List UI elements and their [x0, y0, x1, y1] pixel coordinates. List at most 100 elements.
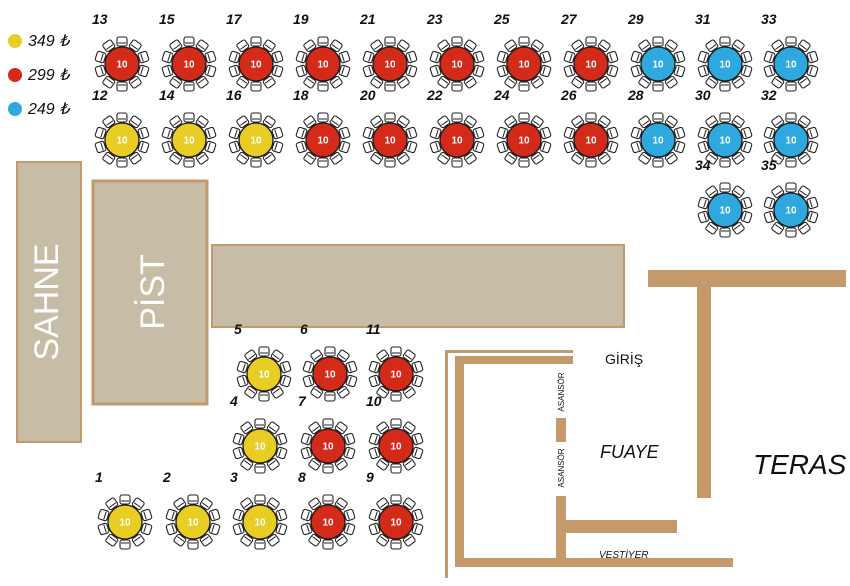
foyer-wall-bottom [455, 558, 733, 567]
table-capacity: 10 [250, 60, 262, 71]
chair-icon [131, 497, 145, 511]
table-capacity: 10 [322, 442, 334, 453]
table-capacity: 10 [451, 60, 463, 71]
chair-icon [785, 112, 797, 123]
chair-icon [806, 140, 819, 154]
chair-icon [606, 50, 619, 64]
chair-icon [731, 115, 745, 129]
chair-icon [94, 64, 107, 78]
chair-icon [652, 81, 664, 92]
chair-icon [128, 75, 142, 89]
chair-icon [300, 432, 313, 446]
table-2[interactable]: 102 [162, 469, 221, 550]
table-3[interactable]: 103 [230, 469, 288, 550]
legend-item-blue: 249 ₺ [8, 92, 69, 126]
chair-icon [785, 36, 797, 47]
chair-icon [187, 539, 199, 550]
chair-icon [390, 463, 402, 474]
chair-icon [451, 81, 463, 92]
table-capacity: 10 [258, 370, 270, 381]
chair-icon [362, 126, 375, 140]
chair-icon [402, 457, 416, 471]
chair-icon [763, 126, 776, 140]
chair-icon [771, 221, 785, 235]
chair-icon [308, 457, 322, 471]
table-capacity: 10 [719, 136, 731, 147]
chair-icon [597, 151, 611, 165]
chair-icon [169, 115, 183, 129]
chair-icon [719, 227, 731, 238]
table-5[interactable]: 105 [234, 321, 292, 402]
chair-icon [652, 157, 664, 168]
table-8[interactable]: 108 [298, 469, 356, 550]
chair-icon [169, 39, 183, 53]
stage-label: SAHNE [28, 243, 66, 360]
table-1[interactable]: 101 [95, 469, 153, 550]
chair-icon [254, 494, 266, 505]
legend-item-yellow: 349 ₺ [8, 24, 69, 58]
chair-icon [137, 64, 150, 78]
table-number: 29 [627, 11, 644, 27]
chair-icon [463, 115, 477, 129]
chair-icon [472, 64, 485, 78]
chair-icon [797, 185, 811, 199]
table-capacity: 10 [317, 60, 329, 71]
table-capacity: 10 [518, 136, 530, 147]
chair-icon [232, 432, 245, 446]
table-7[interactable]: 107 [298, 393, 356, 474]
chair-icon [705, 221, 719, 235]
chair-icon [719, 112, 731, 123]
chair-icon [411, 374, 424, 388]
chair-icon [322, 463, 334, 474]
chair-icon [539, 64, 552, 78]
table-top [372, 122, 408, 158]
chair-icon [329, 39, 343, 53]
table-capacity: 10 [390, 442, 402, 453]
table-number: 22 [426, 87, 443, 103]
chair-icon [740, 196, 753, 210]
table-number: 30 [695, 87, 711, 103]
table-9[interactable]: 109 [366, 469, 424, 550]
chair-icon [797, 115, 811, 129]
table-4[interactable]: 104 [229, 393, 288, 474]
chair-icon [806, 196, 819, 210]
chair-icon [302, 374, 315, 388]
chair-icon [429, 64, 442, 78]
chair-icon [244, 349, 258, 363]
table-30[interactable]: 10 30 [695, 87, 753, 168]
table-6[interactable]: 106 [300, 321, 358, 402]
table-number: 32 [761, 87, 777, 103]
chair-icon [376, 385, 390, 399]
chair-icon [343, 446, 356, 460]
chair-icon [232, 446, 245, 460]
chair-icon [597, 75, 611, 89]
chair-icon [705, 39, 719, 53]
chair-icon [664, 39, 678, 53]
